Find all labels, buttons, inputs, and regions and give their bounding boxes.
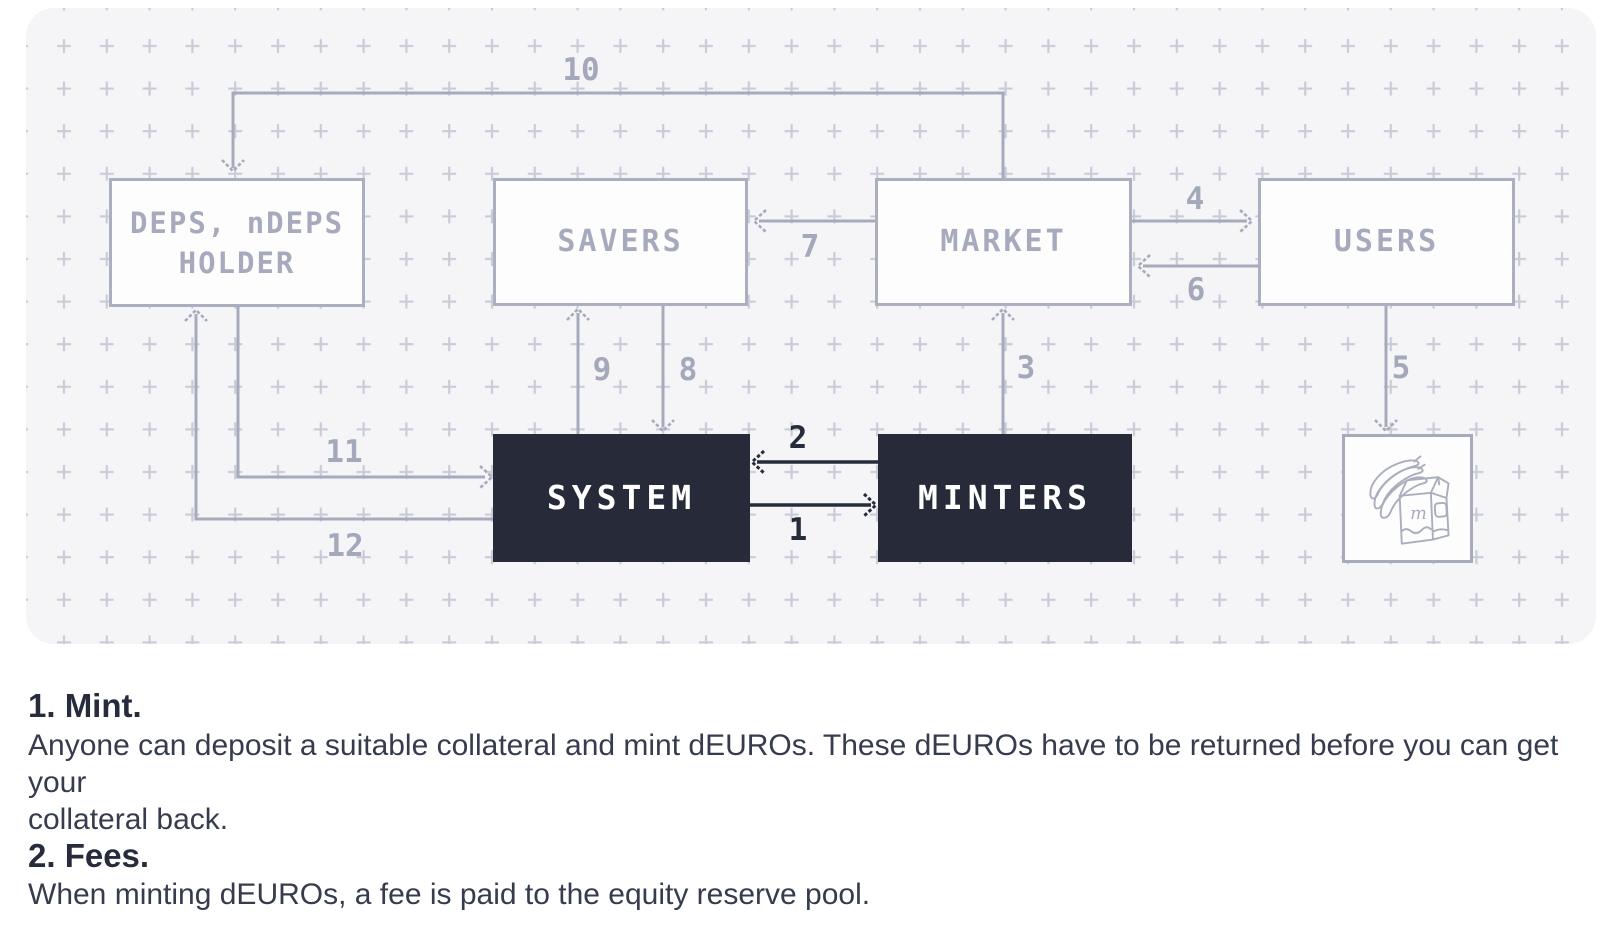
section-mint-body-line2: collateral back. [28, 803, 229, 836]
node-deps-holder-label-line2: HOLDER [178, 245, 296, 280]
milk-carton-icon: m [1398, 475, 1449, 545]
flow-label-9: 9 [592, 352, 612, 388]
flow-label-2: 2 [788, 420, 808, 456]
flow-label-11: 11 [325, 434, 363, 470]
section-fees-body: When minting dEUROs, a fee is paid to th… [28, 876, 870, 913]
section-mint-body-line1: Anyone can deposit a suitable collateral… [28, 729, 1559, 799]
node-groceries: m [1342, 434, 1473, 563]
node-system: SYSTEM [493, 434, 750, 562]
node-deps-holder: DEPS, nDEPS HOLDER [109, 178, 365, 307]
flow-label-4: 4 [1185, 181, 1205, 217]
node-system-label: SYSTEM [546, 478, 697, 517]
flow-label-6: 6 [1186, 272, 1206, 308]
flow-label-10: 10 [562, 52, 600, 88]
flow-label-5: 5 [1391, 350, 1411, 386]
node-minters-label: MINTERS [917, 478, 1093, 517]
section-mint-heading: 1. Mint. [28, 687, 142, 724]
node-market: MARKET [875, 178, 1132, 306]
flow-label-12: 12 [326, 528, 364, 564]
section-mint-body: Anyone can deposit a suitable collateral… [28, 727, 1620, 838]
node-minters: MINTERS [878, 434, 1132, 562]
node-users-label: USERS [1333, 224, 1440, 259]
node-users: USERS [1258, 178, 1515, 306]
node-savers: SAVERS [493, 178, 748, 306]
section-fees-heading: 2. Fees. [28, 837, 150, 874]
flow-label-7: 7 [800, 229, 820, 265]
node-market-label: MARKET [940, 224, 1067, 259]
milk-carton-letter: m [1410, 503, 1427, 523]
node-savers-label: SAVERS [557, 224, 684, 259]
flow-label-3: 3 [1016, 350, 1036, 386]
groceries-icon: m [1369, 454, 1449, 545]
section-fees-body-line1: When minting dEUROs, a fee is paid to th… [28, 878, 871, 911]
node-deps-holder-label-line1: DEPS, nDEPS [129, 205, 345, 240]
flow-label-8: 8 [678, 352, 698, 388]
flow-label-1: 1 [788, 512, 808, 548]
